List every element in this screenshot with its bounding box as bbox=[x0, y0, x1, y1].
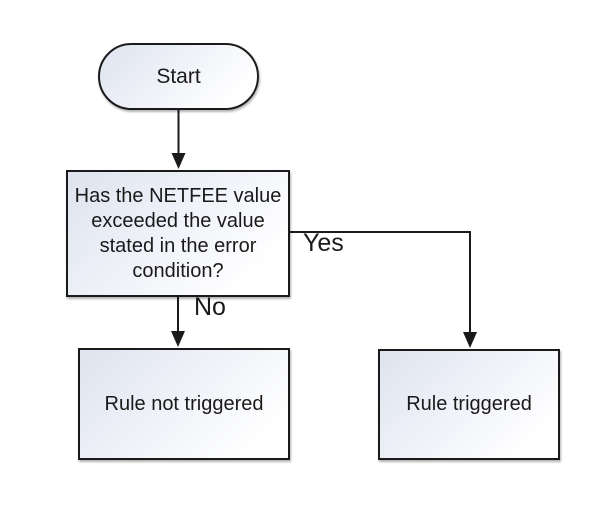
rule-not-triggered-label: Rule not triggered bbox=[104, 392, 264, 415]
no-edge-label: No bbox=[194, 293, 226, 321]
decision-node-label-line: stated in the error bbox=[99, 234, 257, 257]
rule-not-triggered-node: Rule not triggered bbox=[78, 348, 290, 460]
rule-triggered-label: Rule triggered bbox=[406, 393, 532, 415]
arrowhead-down-icon bbox=[463, 332, 477, 348]
decision-node-label-line: exceeded the value bbox=[91, 209, 265, 232]
arrowhead-down-icon bbox=[171, 153, 186, 169]
arrowhead-down-icon bbox=[171, 331, 185, 347]
connector-decision-to-rule-triggered bbox=[289, 231, 477, 348]
decision-node-label-line: Has the NETFEE value bbox=[74, 184, 282, 207]
decision-node-label-line: condition? bbox=[132, 259, 224, 282]
decision-node: Has the NETFEE value exceeded the value … bbox=[66, 170, 290, 297]
rule-triggered-node: Rule triggered bbox=[378, 349, 560, 460]
start-node: Start bbox=[98, 43, 259, 110]
connector-decision-to-rule-not-triggered bbox=[171, 296, 185, 347]
start-node-label: Start bbox=[156, 64, 201, 88]
yes-edge-label: Yes bbox=[303, 229, 344, 257]
connector-start-to-decision bbox=[171, 108, 186, 169]
